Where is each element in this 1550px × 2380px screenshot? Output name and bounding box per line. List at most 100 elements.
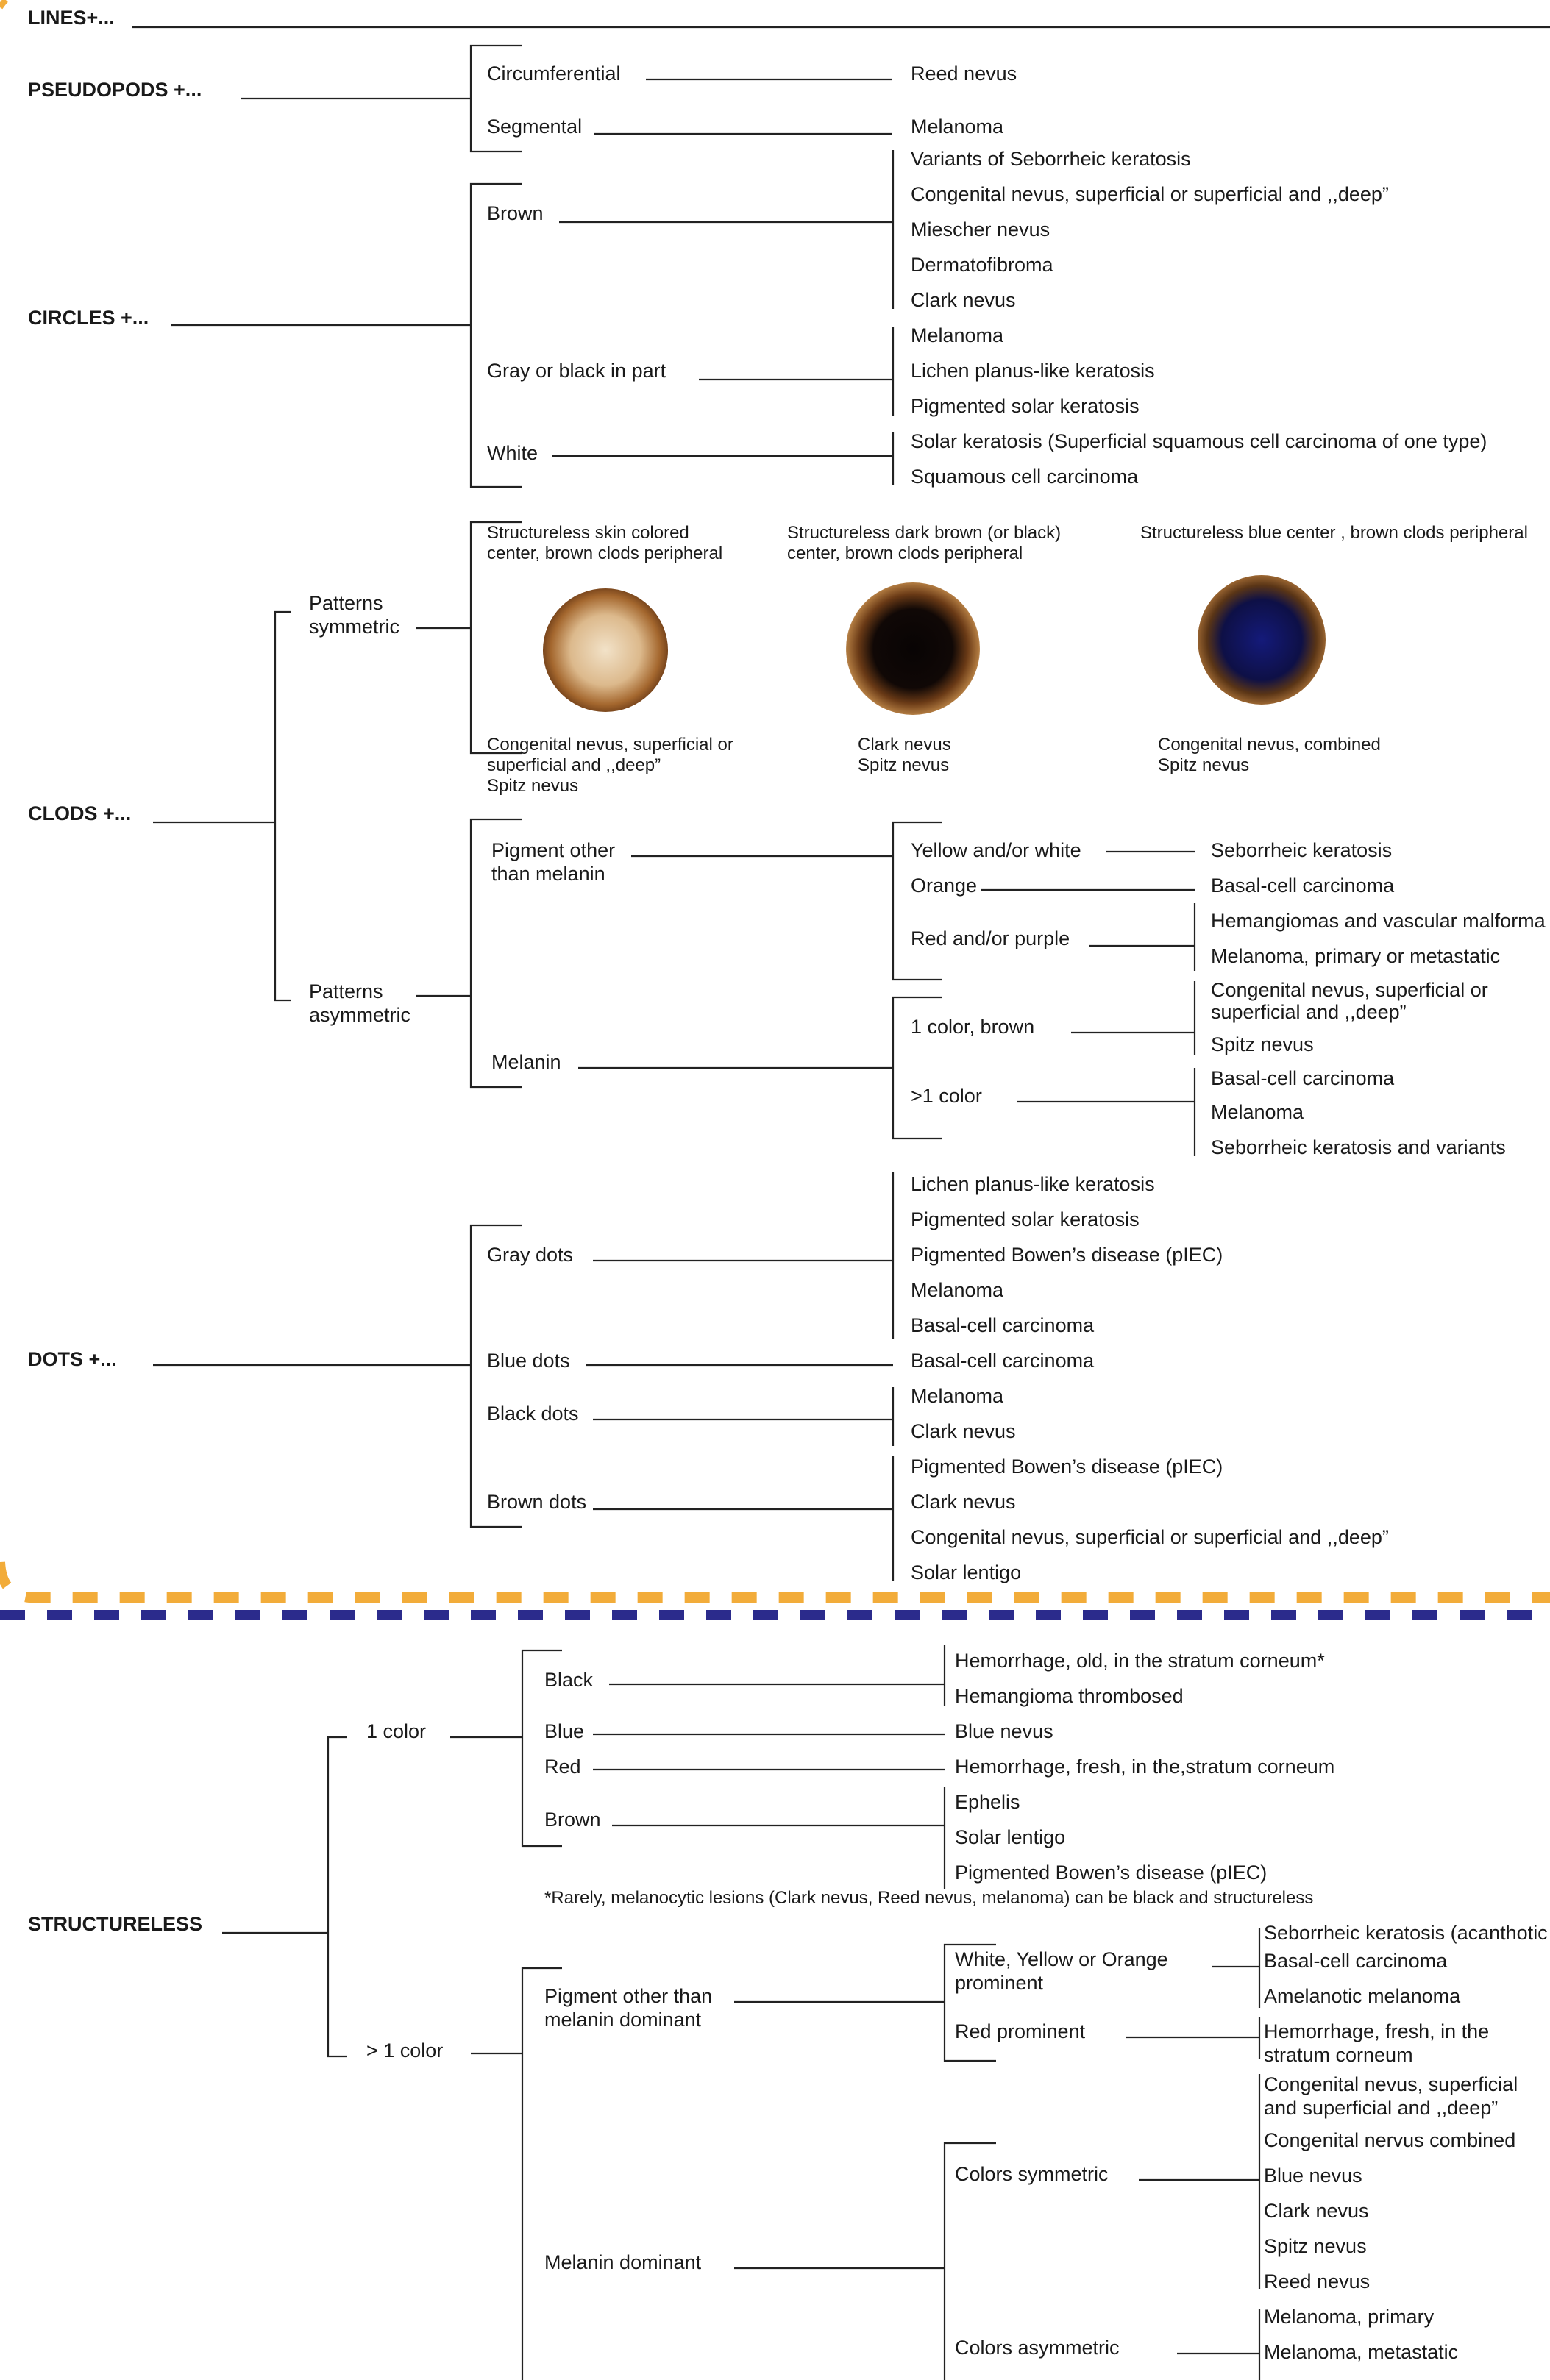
structureless-red: Red [544,1756,581,1778]
structureless-black: Black [544,1669,594,1691]
structureless-colors-symmetric: Colors symmetric [955,2163,1109,2185]
image1-dx-2: superficial and ,,deep” [487,755,661,775]
circles-gray: Gray or black in part [487,360,666,382]
image1-title-1: Structureless skin colored [487,523,689,543]
dx-item: Congenital nervus combined [1264,2129,1516,2151]
dots-black: Black dots [487,1403,579,1425]
image2-title-1: Structureless dark brown (or black) [787,523,1062,543]
dx-item: Congenital nevus, superficial or [1211,979,1488,1001]
dx-item: Solar lentigo [955,1826,1066,1848]
structureless-wyo-1: White, Yellow or Orange [955,1948,1168,1970]
section-lines: LINES+... [28,7,115,29]
image1-dx-3: Spitz nevus [487,776,579,796]
clods-pigment-other-1: Pigment other [491,839,616,861]
dx-item: Congenital nevus, superficial or superfi… [911,183,1389,205]
dx-item: Pigmented Bowen’s disease (pIEC) [955,1861,1268,1884]
clods-one-brown: 1 color, brown [911,1016,1035,1038]
section-clods: CLODS +... [28,802,132,824]
section-structureless: STRUCTURELESS [28,1913,203,1935]
clods-symmetric-1: Patterns [309,592,383,614]
clods-orange: Orange [911,874,978,897]
dx-item: Spitz nevus [1264,2235,1367,2257]
structureless-footnote: *Rarely, melanocytic lesions (Clark nevu… [544,1888,1314,1908]
pseudopods-circumferential: Circumferential [487,63,621,85]
structureless-pigment-other-2: melanin dominant [544,2009,702,2031]
dx-item: Solar lentigo [911,1561,1022,1583]
pseudopods-segmental: Segmental [487,115,583,138]
dx-item: Melanoma [1211,1101,1304,1123]
dx-item: Reed nevus [1264,2270,1371,2292]
image3-dx-1: Congenital nevus, combined [1158,735,1381,755]
dx-item: Melanoma, metastatic [1264,2341,1459,2363]
dx-item: stratum corneum [1264,2044,1413,2066]
dx-item: Pigmented solar keratosis [911,395,1140,417]
clods-asymmetric-1: Patterns [309,980,383,1002]
section-pseudopods: PSEUDOPODS +... [28,79,202,101]
dx-item: Congenital nevus, superficial or superfi… [911,1526,1389,1548]
lesion-image-blue-center [1198,575,1326,705]
circles-white: White [487,442,538,464]
image1-title-2: center, brown clods peripheral [487,544,723,563]
dx-item: Seborrheic keratosis (acanthotic [1264,1922,1548,1944]
dx-item: Melanoma [911,1279,1004,1301]
dx-item: Dermatofibroma [911,254,1053,276]
section-circles: CIRCLES +... [28,307,149,329]
dots-blue: Blue dots [487,1350,570,1372]
dx-item: Melanoma, primary or metastatic [1211,945,1501,967]
dx-item: Melanoma [911,324,1004,346]
dx-item: Variants of Seborrheic keratosis [911,148,1191,170]
dx-melanoma: Melanoma [911,115,1004,138]
circles-brown: Brown [487,202,544,224]
structureless-colors-asymmetric: Colors asymmetric [955,2337,1120,2359]
dx-item: Basal-cell carcinoma [1264,1950,1448,1972]
dx-item: Basal-cell carcinoma [1211,874,1395,897]
dx-item: superficial and ,,deep” [1211,1001,1407,1023]
clods-symmetric-2: symmetric [309,616,399,638]
dx-item: Blue nevus [955,1720,1053,1742]
structureless-melanin-dominant: Melanin dominant [544,2251,702,2273]
dx-item: Hemangioma thrombosed [955,1685,1184,1707]
dx-item: Clark nevus [911,1491,1016,1513]
dx-item: Pigmented Bowen’s disease (pIEC) [911,1456,1223,1478]
clods-red-purple: Red and/or purple [911,927,1070,949]
clods-more-one: >1 color [911,1085,982,1107]
structureless-brown: Brown [544,1809,601,1831]
dx-item: Clark nevus [1264,2200,1369,2222]
dx-item: Hemorrhage, fresh, in the,stratum corneu… [955,1756,1335,1778]
structureless-more-color: > 1 color [366,2039,444,2062]
section-dots: DOTS +... [28,1348,117,1370]
dx-item: Miescher nevus [911,218,1050,241]
dx-item: Hemorrhage, fresh, in the [1264,2020,1490,2042]
structureless-pigment-other-1: Pigment other than [544,1985,713,2007]
structureless-wyo-2: prominent [955,1972,1044,1994]
image3-dx-2: Spitz nevus [1158,755,1250,775]
clods-melanin: Melanin [491,1051,561,1073]
dx-item: Hemangiomas and vascular malforma [1211,910,1546,932]
dx-item: Basal-cell carcinoma [1211,1067,1395,1089]
image2-title-2: center, brown clods peripheral [787,544,1023,563]
dx-item: Spitz nevus [1211,1033,1314,1055]
lesion-image-dark-center [846,582,980,715]
clods-yellow-white: Yellow and/or white [911,839,1081,861]
clods-pigment-other-2: than melanin [491,863,605,885]
dx-item: Congenital nevus, superficial [1264,2073,1518,2095]
dx-item: Seborrheic keratosis and variants [1211,1136,1506,1158]
dx-item: Solar keratosis (Superficial squamous ce… [911,430,1487,452]
lesion-image-skin-center [543,588,668,712]
image3-title: Structureless blue center , brown clods … [1140,523,1528,543]
dx-item: Amelanotic melanoma [1264,1985,1461,2007]
dx-item: Melanoma, primary [1264,2306,1435,2328]
structureless-red-prominent: Red prominent [955,2020,1086,2042]
dx-item: Squamous cell carcinoma [911,466,1139,488]
image2-dx-1: Clark nevus [858,735,951,755]
dx-item: Ephelis [955,1791,1020,1813]
dx-item: Lichen planus-like keratosis [911,1173,1155,1195]
dx-item: Lichen planus-like keratosis [911,360,1155,382]
dx-item: Seborrheic keratosis [1211,839,1393,861]
structureless-one-color: 1 color [366,1720,427,1742]
dx-item: Pigmented Bowen’s disease (pIEC) [911,1244,1223,1266]
dx-item: Hemorrhage, old, in the stratum corneum* [955,1650,1325,1672]
dx-item: and superficial and ,,deep” [1264,2097,1499,2119]
